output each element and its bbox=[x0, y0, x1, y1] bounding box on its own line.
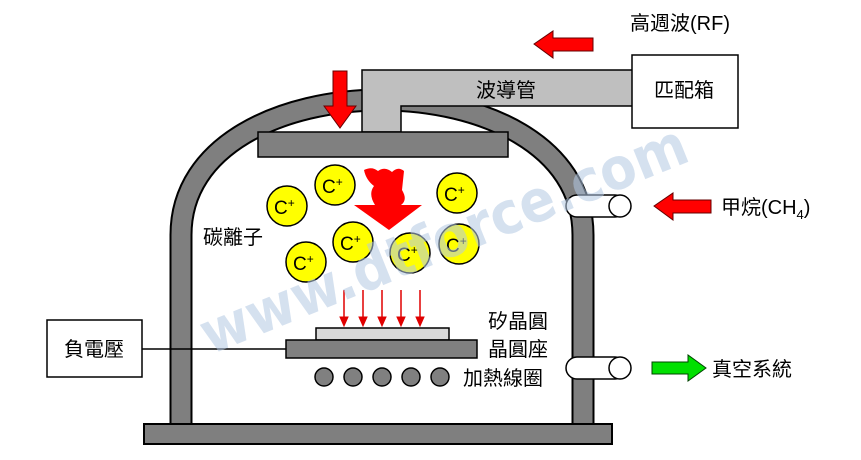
wafer-holder bbox=[285, 339, 478, 359]
top-electrode bbox=[257, 131, 509, 158]
plasma-burst-arrow-icon bbox=[354, 168, 422, 230]
negative-voltage-box bbox=[46, 319, 143, 378]
rf-source-label: 高週波(RF) bbox=[630, 12, 730, 35]
methane-input-arrow-icon bbox=[653, 192, 712, 221]
carbon-ion: C+ bbox=[438, 223, 480, 265]
wafer-label: 矽晶圓 bbox=[488, 310, 548, 333]
carbon-ion: C+ bbox=[314, 164, 356, 206]
rf-input-arrow-icon bbox=[533, 30, 594, 59]
carbon-ion: C+ bbox=[266, 185, 308, 227]
svg-text:C+: C+ bbox=[444, 183, 465, 206]
heating-coil-label: 加熱線圈 bbox=[463, 367, 543, 390]
methane-label: 甲烷(CH4) bbox=[721, 196, 810, 222]
carbon-ion: C+ bbox=[436, 172, 478, 214]
svg-text:C+: C+ bbox=[340, 232, 361, 255]
carbon-ion: C+ bbox=[332, 221, 374, 263]
waveguide-label: 波導管 bbox=[476, 79, 536, 102]
gas-inlet-port-end bbox=[608, 194, 632, 218]
carbon-ion: C+ bbox=[389, 232, 431, 274]
matching-box bbox=[631, 54, 739, 129]
chamber-base bbox=[143, 423, 613, 445]
silicon-wafer bbox=[315, 327, 450, 341]
carbon-ions-label: 碳離子 bbox=[203, 226, 263, 249]
heating-coil-circles-icon bbox=[314, 367, 450, 387]
svg-text:C+: C+ bbox=[274, 196, 295, 219]
ion-flux-arrows-icon bbox=[339, 290, 425, 328]
exhaust-arrow-icon bbox=[651, 354, 707, 382]
svg-text:C+: C+ bbox=[293, 252, 314, 275]
matching-box-label: 匹配箱 bbox=[654, 79, 714, 102]
wafer-holder-label: 晶圓座 bbox=[488, 338, 548, 361]
exhaust-port-end bbox=[608, 356, 632, 380]
carbon-ion: C+ bbox=[285, 241, 327, 283]
methane-subscript: 4 bbox=[797, 207, 804, 222]
svg-text:C+: C+ bbox=[397, 243, 418, 266]
svg-text:C+: C+ bbox=[322, 175, 343, 198]
vacuum-system-label: 真空系統 bbox=[712, 358, 792, 381]
microwave-arrow-icon bbox=[323, 70, 357, 129]
svg-text:C+: C+ bbox=[446, 234, 467, 257]
negative-voltage-label: 負電壓 bbox=[64, 338, 124, 361]
